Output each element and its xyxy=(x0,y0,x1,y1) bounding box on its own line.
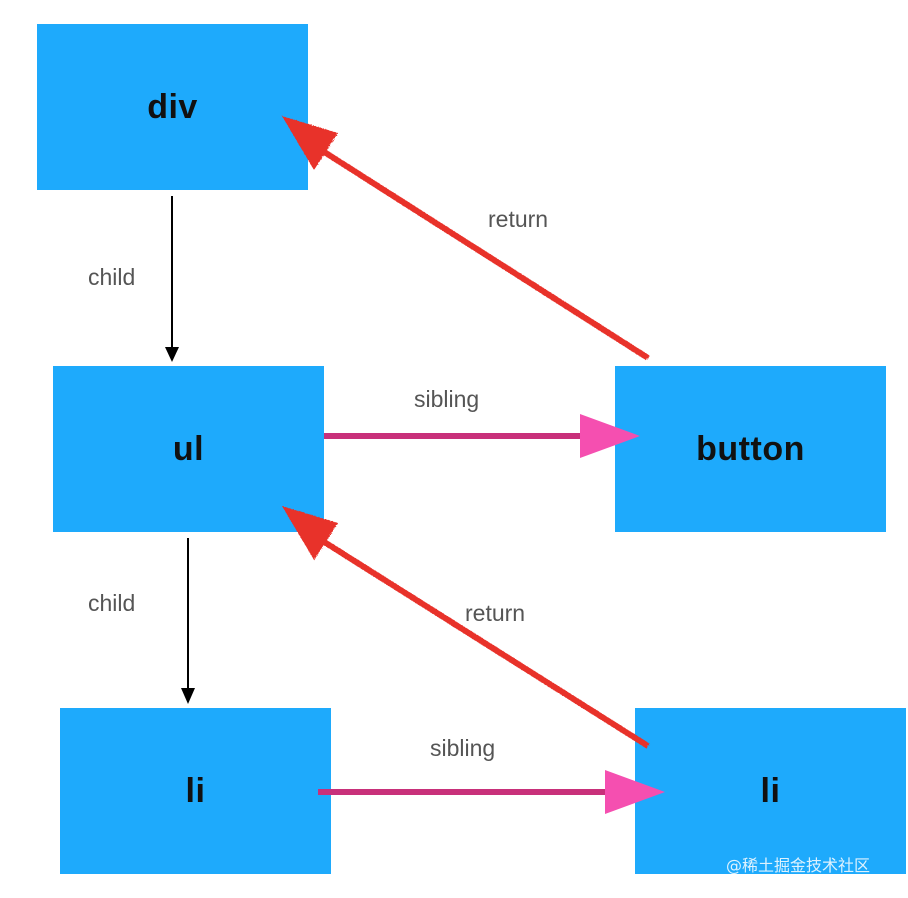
node-div-label: div xyxy=(147,87,198,126)
node-ul-label: ul xyxy=(172,429,205,468)
edge-label-return-1: return xyxy=(488,206,549,232)
edge-li-to-ul xyxy=(282,506,650,749)
node-li-second-label: li xyxy=(760,771,781,810)
edge-label-child-2: child xyxy=(88,590,136,616)
edge-div-to-ul xyxy=(165,196,179,362)
node-button-label: button xyxy=(696,429,805,468)
edge-button-to-div xyxy=(282,116,650,361)
edge-label-child-1: child xyxy=(88,264,136,290)
node-li-first: li xyxy=(60,708,331,874)
edge-label-return-2: return xyxy=(465,600,526,626)
node-li-first-label: li xyxy=(185,771,206,810)
node-ul: ul xyxy=(53,366,324,532)
edge-ul-to-button xyxy=(324,414,640,458)
node-button: button xyxy=(615,366,886,532)
node-div: div xyxy=(37,24,308,190)
node-li-second: li xyxy=(635,708,906,874)
edge-li-to-li xyxy=(318,770,665,814)
edge-ul-to-li xyxy=(181,538,195,704)
edge-label-sibling-2: sibling xyxy=(430,735,496,761)
edge-label-sibling-1: sibling xyxy=(414,386,480,412)
watermark: @稀土掘金技术社区 xyxy=(726,856,871,875)
